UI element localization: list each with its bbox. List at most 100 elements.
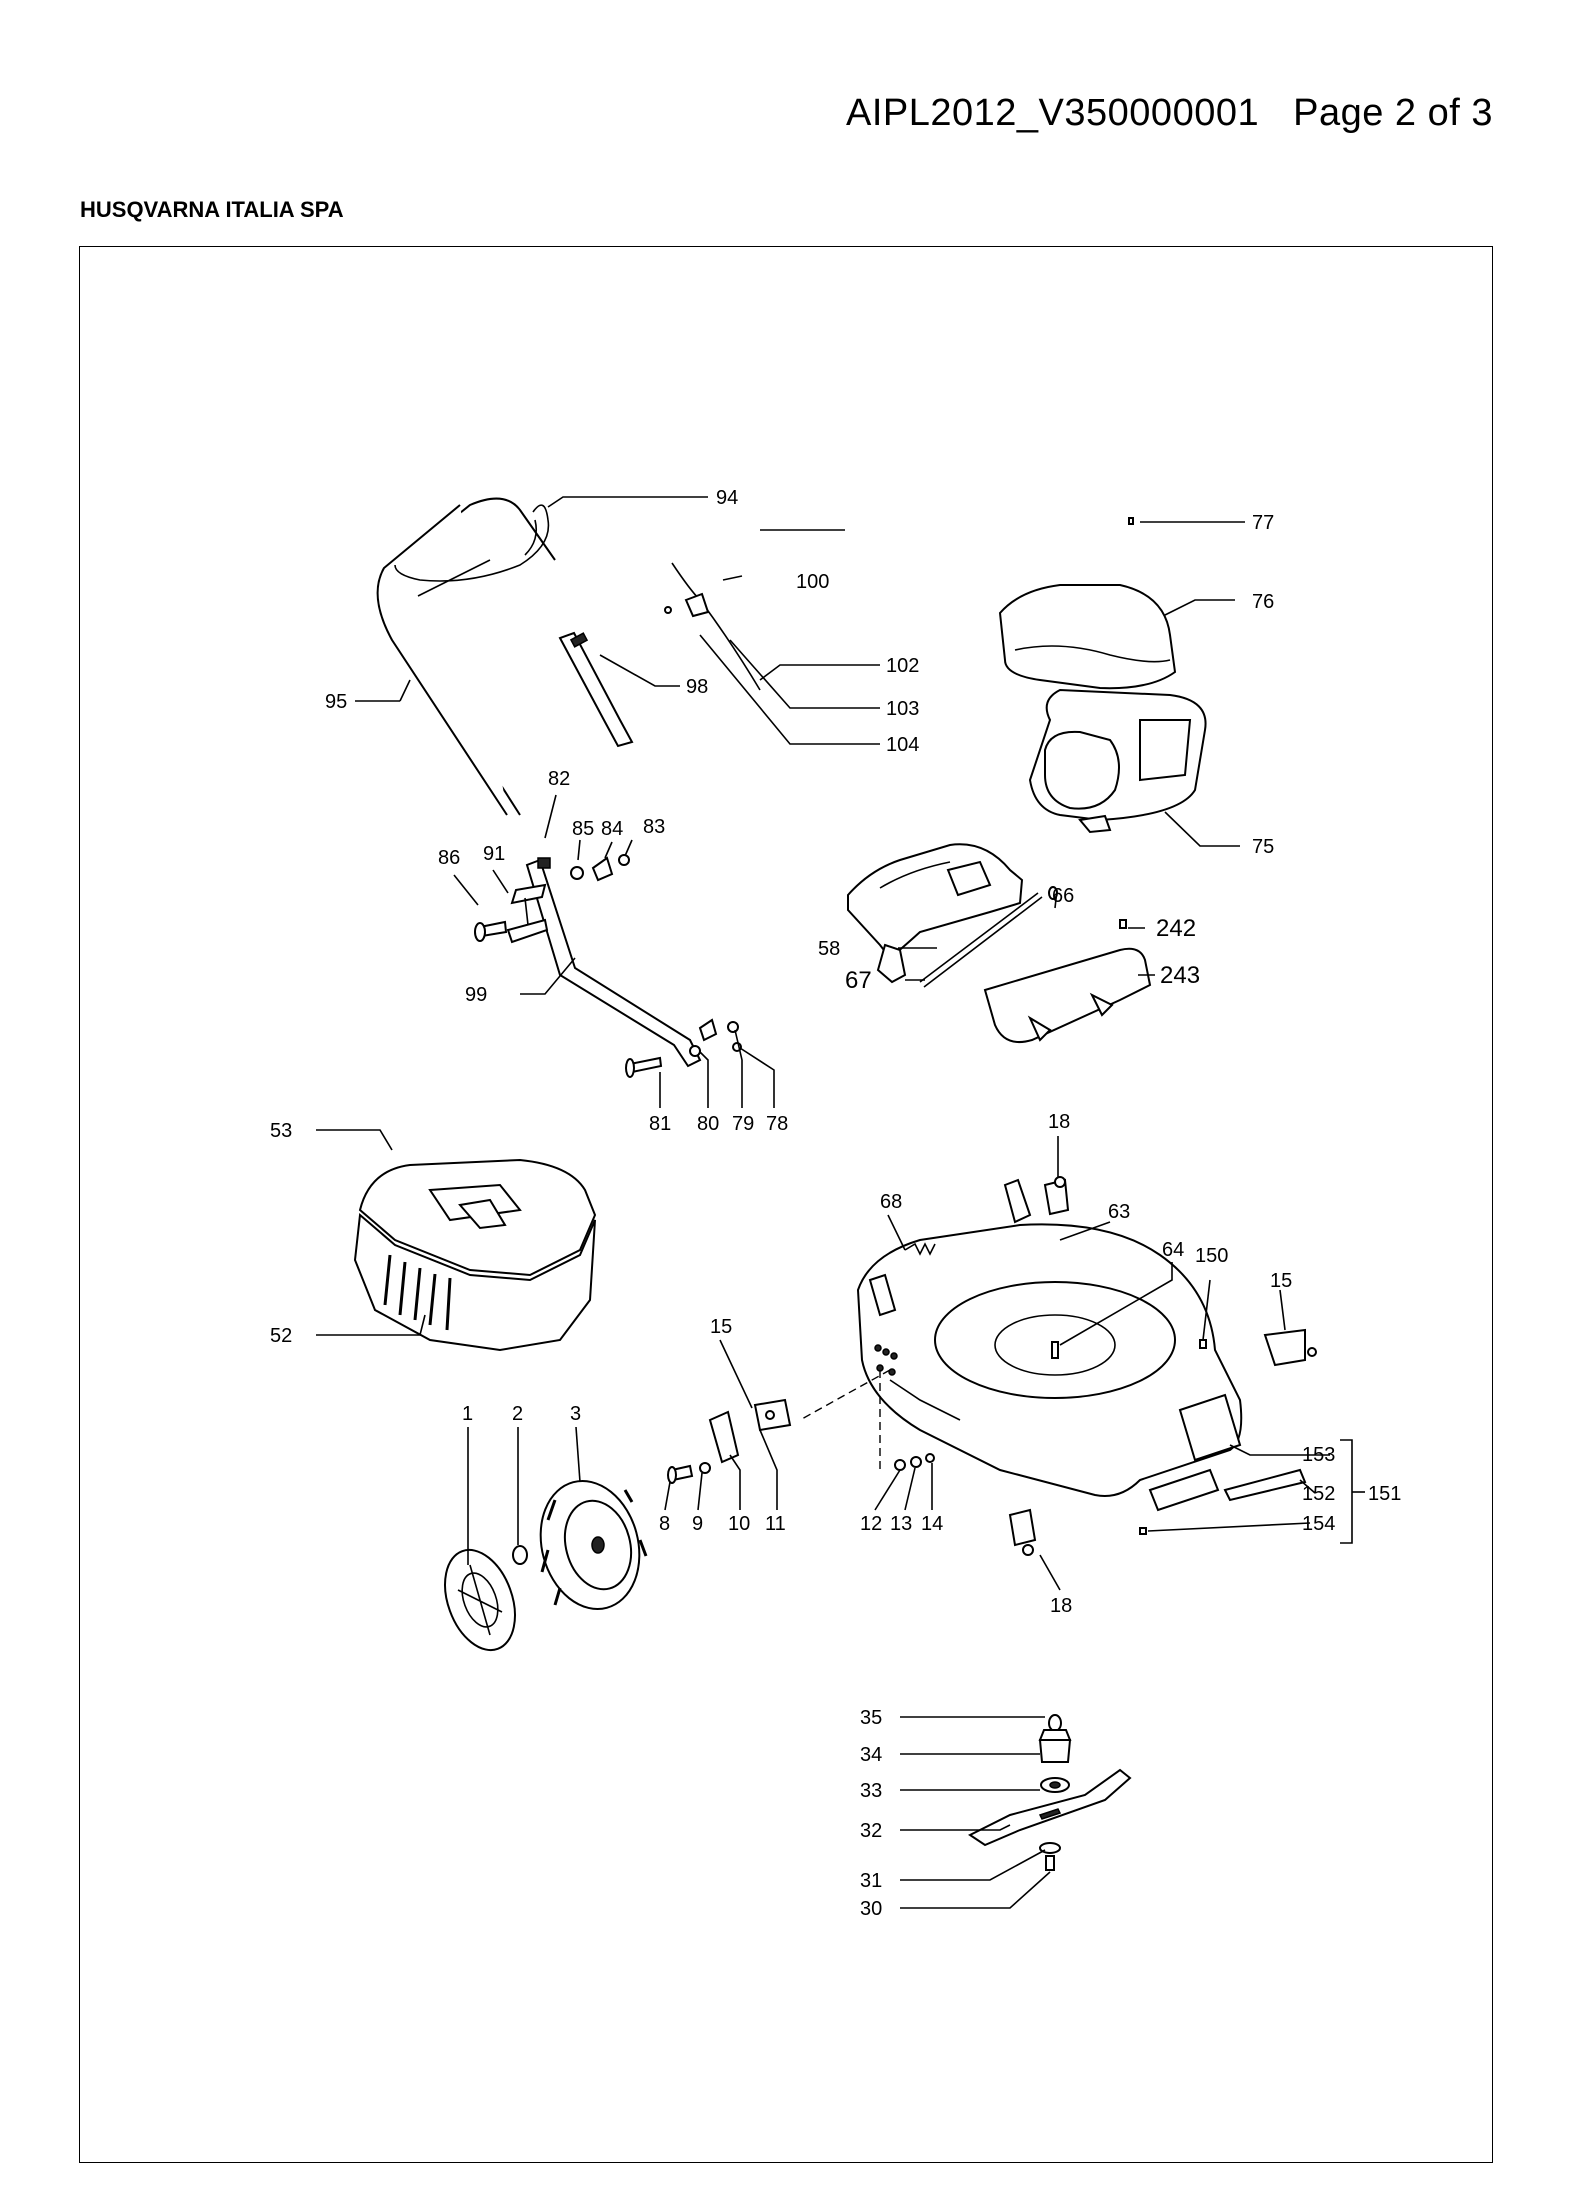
deck-bracket-parts — [868, 1178, 1032, 1317]
deck-screw-150 — [1199, 1339, 1207, 1349]
callout-8: 8 — [659, 1513, 670, 1535]
callout-82: 82 — [548, 768, 570, 790]
callout-86: 86 — [438, 847, 460, 869]
callout-14: 14 — [921, 1513, 943, 1535]
axle-washer-parts — [894, 1453, 935, 1471]
handle-bolt-81 — [625, 1056, 663, 1078]
height-lever-15 — [1263, 1328, 1317, 1367]
wheel-bolt-8 — [667, 1464, 694, 1484]
callout-99: 99 — [465, 984, 487, 1006]
handle-grip-part — [558, 631, 634, 748]
rear-axle-spring-68 — [904, 1242, 936, 1256]
grass-box-upper-part — [358, 1158, 597, 1277]
callout-63: 63 — [1108, 1201, 1130, 1223]
callout-100: 100 — [796, 571, 829, 593]
callout-33: 33 — [860, 1780, 882, 1802]
callout-78: 78 — [766, 1113, 788, 1135]
callout-95: 95 — [325, 691, 347, 713]
callout-75: 75 — [1252, 836, 1274, 858]
hubcap-part — [444, 1548, 516, 1652]
callout-154: 154 — [1302, 1513, 1335, 1535]
callout-103: 103 — [886, 698, 919, 720]
callout-15-left: 15 — [710, 1316, 732, 1338]
wheel-bushing-2 — [512, 1545, 528, 1565]
document-header: AIPL2012_V350000001 Page 2 of 3 — [846, 92, 1493, 135]
callout-11: 11 — [765, 1513, 786, 1535]
blade-bolt-30 — [1045, 1855, 1055, 1871]
height-adjuster-10-11 — [708, 1398, 792, 1464]
screw-242 — [1119, 919, 1127, 929]
callout-15-right: 15 — [1270, 1270, 1292, 1292]
callout-81: 81 — [649, 1113, 671, 1135]
cable-bail-part — [394, 504, 550, 582]
document-code: AIPL2012_V350000001 — [846, 92, 1260, 134]
callout-34: 34 — [860, 1744, 882, 1766]
callout-1: 1 — [462, 1403, 473, 1425]
callout-66: 66 — [1052, 885, 1074, 907]
engine-part — [1028, 688, 1207, 834]
callout-3: 3 — [570, 1403, 581, 1425]
blade-nut-35 — [1048, 1714, 1062, 1732]
page-indicator: Page 2 of 3 — [1293, 92, 1493, 134]
height-lever-18-upper — [1043, 1176, 1070, 1216]
company-name: HUSQVARNA ITALIA SPA — [80, 197, 344, 222]
callout-53: 53 — [270, 1120, 292, 1142]
callout-152: 152 — [1302, 1483, 1335, 1505]
callout-77: 77 — [1252, 512, 1274, 534]
callout-13: 13 — [890, 1513, 912, 1535]
wheel-washer-9 — [699, 1462, 711, 1474]
callout-35: 35 — [860, 1707, 882, 1729]
callout-76: 76 — [1252, 591, 1274, 613]
lower-handle-part — [525, 857, 702, 1068]
callout-12: 12 — [860, 1513, 882, 1535]
cover-screw-77 — [1128, 517, 1134, 525]
leader-lines — [316, 496, 1365, 1909]
callout-67: 67 — [845, 967, 872, 994]
handle-knob-parts — [570, 854, 742, 1057]
mower-deck-part — [856, 1223, 1243, 1497]
callout-91: 91 — [483, 843, 505, 865]
callout-153: 153 — [1302, 1444, 1335, 1466]
callout-30: 30 — [860, 1898, 882, 1920]
callout-18-lower: 18 — [1050, 1595, 1072, 1617]
engine-cover-part — [998, 584, 1177, 690]
blade-part — [968, 1768, 1132, 1847]
callout-98: 98 — [686, 676, 708, 698]
callout-9: 9 — [692, 1513, 703, 1535]
callout-242: 242 — [1156, 915, 1196, 942]
diagram-frame — [79, 246, 1493, 2163]
callout-85: 85 — [572, 818, 594, 840]
callout-104: 104 — [886, 734, 919, 756]
callout-52: 52 — [270, 1325, 292, 1347]
callout-243: 243 — [1160, 962, 1200, 989]
blade-washer-33 — [1040, 1777, 1070, 1793]
callout-83: 83 — [643, 816, 665, 838]
wheel-part — [539, 1479, 648, 1611]
callout-68: 68 — [880, 1191, 902, 1213]
throttle-cable-part — [664, 562, 761, 691]
rear-flap-part — [847, 843, 1024, 984]
height-lever-18-lower — [1008, 1508, 1037, 1556]
flap-rod-part — [919, 892, 1043, 988]
front-axle-dash — [799, 1369, 891, 1470]
callout-84: 84 — [601, 818, 623, 840]
callout-58: 58 — [818, 938, 840, 960]
handle-bracket-part — [506, 883, 549, 944]
callout-31: 31 — [860, 1870, 882, 1892]
callout-2: 2 — [512, 1403, 523, 1425]
handle-bolt-86 — [474, 920, 508, 942]
callout-labels: 94 95 98 100 102 103 104 77 76 75 82 85 … — [270, 487, 1401, 1920]
upper-handle-part — [376, 497, 556, 816]
callout-10: 10 — [728, 1513, 750, 1535]
callout-32: 32 — [860, 1820, 882, 1842]
callout-150: 150 — [1195, 1245, 1228, 1267]
mulch-plug-part — [983, 947, 1152, 1044]
deck-screw-64 — [1051, 1341, 1059, 1359]
callout-94: 94 — [716, 487, 738, 509]
callout-80: 80 — [697, 1113, 719, 1135]
blade-adaptor-34 — [1038, 1729, 1072, 1763]
callout-64: 64 — [1162, 1239, 1184, 1261]
callout-18-upper: 18 — [1048, 1111, 1070, 1133]
callout-151: 151 — [1368, 1483, 1401, 1505]
